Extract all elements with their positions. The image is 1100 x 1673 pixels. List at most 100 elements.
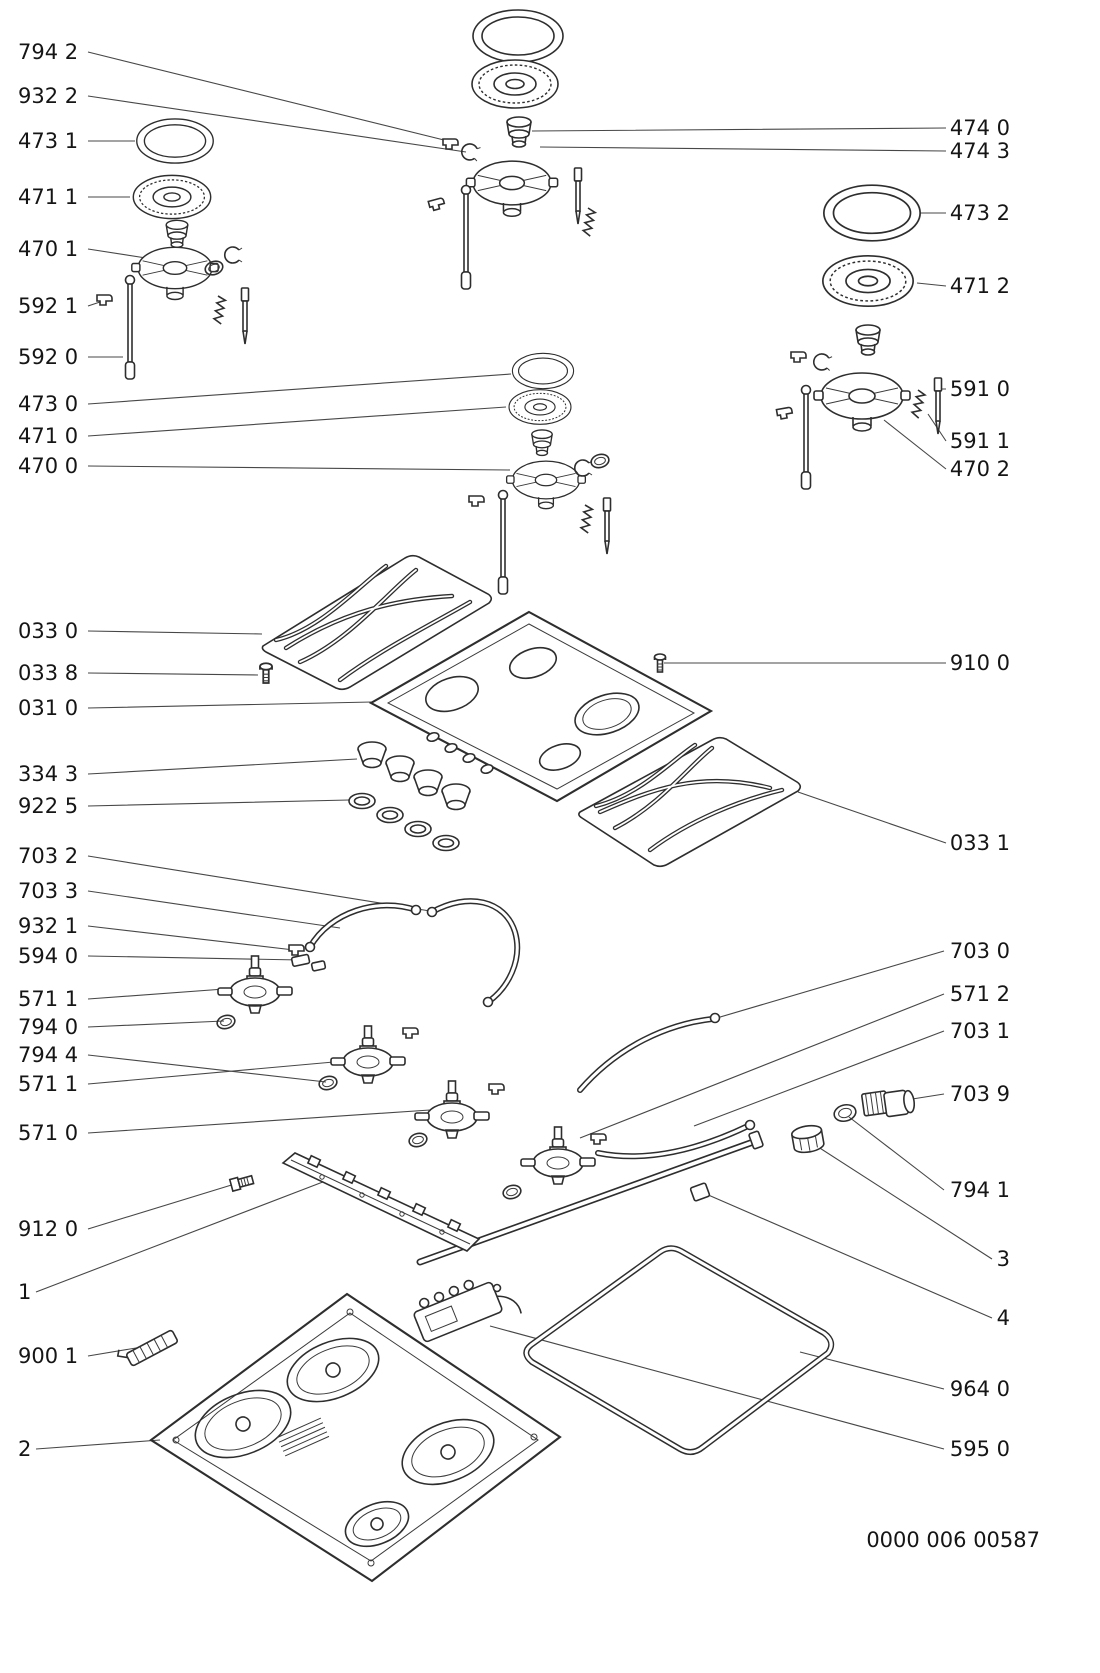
callout-033-8: 033 8 <box>18 661 79 685</box>
clamp <box>590 1133 607 1145</box>
elbow-fitting <box>861 1089 916 1118</box>
burner-cap <box>472 9 564 63</box>
callout-571-1-b: 571 1 <box>18 1072 79 1096</box>
injector <box>531 429 553 457</box>
callout-473-0: 473 0 <box>18 392 79 416</box>
thermocouple <box>240 287 250 345</box>
injector <box>506 116 532 148</box>
callout-794-0: 794 0 <box>18 1015 79 1039</box>
pan-screw <box>530 1433 538 1441</box>
spring <box>212 295 227 325</box>
knob-cup <box>385 755 415 783</box>
clamp <box>488 1083 505 1095</box>
callout-591-0: 591 0 <box>949 377 1010 401</box>
knob-cup <box>357 741 387 769</box>
clamp <box>402 1027 419 1039</box>
callout-470-1: 470 1 <box>18 237 79 261</box>
callout-591-1: 591 1 <box>949 429 1010 453</box>
gas-pipes-upper <box>304 898 521 1008</box>
burner-body <box>131 246 219 301</box>
mounting-bolt <box>228 1173 255 1192</box>
callout-571-0: 571 0 <box>18 1121 79 1145</box>
panel-screw <box>653 653 667 673</box>
pan-support-grate-right <box>578 736 802 868</box>
spring <box>910 389 927 419</box>
ignition-electrode <box>497 489 509 595</box>
callout-471-1: 471 1 <box>18 185 79 209</box>
callout-592-1: 592 1 <box>18 294 79 318</box>
callout-703-1: 703 1 <box>949 1019 1010 1043</box>
callout-703-9: 703 9 <box>949 1082 1010 1106</box>
ignition-electrode <box>800 384 812 490</box>
pipe-connector <box>689 1182 711 1202</box>
burner-body <box>505 460 587 510</box>
callout-1: 1 <box>18 1280 32 1304</box>
o-ring <box>214 1012 238 1032</box>
callout-912-0: 912 0 <box>18 1217 79 1241</box>
burner-cap <box>136 118 214 164</box>
leader-lines-left <box>35 51 512 1450</box>
callout-910-0: 910 0 <box>949 651 1010 675</box>
c-clip <box>573 459 593 477</box>
clamp <box>468 495 485 507</box>
burner-well <box>194 1389 292 1459</box>
thermocouple <box>573 167 583 225</box>
knob-cup <box>413 769 443 797</box>
o-ring <box>588 451 612 471</box>
pipe-end-fitting <box>748 1130 764 1150</box>
burner-crown <box>132 174 212 220</box>
spark-generator <box>413 1279 522 1343</box>
callout-703-0: 703 0 <box>949 939 1010 963</box>
callout-594-0: 594 0 <box>18 944 79 968</box>
hinge-bracket <box>116 1329 178 1367</box>
burner-assembly-left <box>96 118 250 380</box>
burner-well <box>344 1500 410 1548</box>
gas-tap <box>217 955 293 1014</box>
injector <box>165 219 189 249</box>
callout-900-1: 900 1 <box>18 1344 79 1368</box>
callout-2: 2 <box>18 1437 32 1461</box>
callout-964-0: 964 0 <box>949 1377 1010 1401</box>
burner-assembly-middle <box>468 352 612 595</box>
callout-474-0: 474 0 <box>949 116 1010 140</box>
callout-4: 4 <box>996 1306 1010 1330</box>
burner-body <box>465 160 559 218</box>
manifold-rail <box>281 1152 481 1252</box>
burner-body <box>813 372 911 432</box>
o-ring <box>500 1182 524 1202</box>
union-nut <box>791 1124 825 1154</box>
document-code: 0000 006 00587 <box>866 1528 1040 1552</box>
callout-470-2: 470 2 <box>949 457 1010 481</box>
burner-crown <box>822 254 914 308</box>
pan-support-grate-left <box>261 554 493 691</box>
clamp <box>790 351 807 363</box>
callout-571-2: 571 2 <box>949 982 1010 1006</box>
pan-screw <box>367 1559 375 1567</box>
adapter-rings <box>348 792 460 852</box>
callout-031-0: 031 0 <box>18 696 79 720</box>
gas-tap <box>330 1025 406 1084</box>
spring <box>581 207 597 237</box>
adapter-ring <box>432 834 460 852</box>
pan-screw <box>172 1436 180 1444</box>
injector <box>855 324 881 356</box>
burner-crown <box>471 59 559 109</box>
callout-932-2: 932 2 <box>18 84 79 108</box>
pan-screw <box>346 1308 354 1316</box>
callout-703-2: 703 2 <box>18 844 79 868</box>
callout-592-0: 592 0 <box>18 345 79 369</box>
burner-cap <box>822 184 922 242</box>
callout-794-4: 794 4 <box>18 1043 79 1067</box>
clamp <box>442 138 459 150</box>
clamp <box>775 406 794 421</box>
generator-screw <box>492 1283 502 1293</box>
spring <box>579 504 594 534</box>
gas-tap <box>414 1080 490 1139</box>
c-clip <box>811 351 834 373</box>
vent-slots <box>276 1417 330 1457</box>
burner-cap <box>511 352 575 390</box>
callout-033-1: 033 1 <box>949 831 1010 855</box>
gas-tap-cluster <box>214 944 607 1202</box>
